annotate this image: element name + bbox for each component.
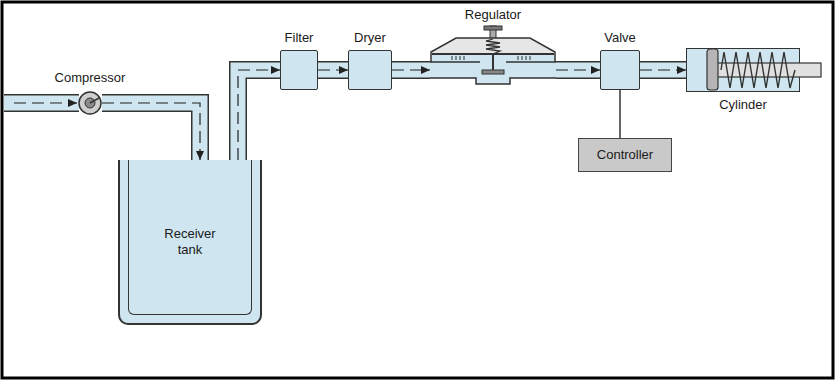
pressure-regulator-drawing [430,26,556,88]
compressor-symbol: Compressor [78,91,102,115]
compressor-symbol-drawing [78,91,102,115]
pipe-wall [238,70,280,160]
adjust-knob [484,26,502,30]
air-pipe [238,70,280,160]
cylinder-body-drawing [687,49,799,91]
control-line [620,90,621,138]
regulator-spring [486,39,500,54]
pipe-air [238,70,280,160]
poppet-stem [492,54,494,72]
flow-arrow [102,103,200,160]
pipe-air [102,103,200,160]
air-pipe [556,70,600,71]
dryer-box: Dryer [348,50,392,90]
inlet-pipe-air [4,96,79,111]
piston [707,49,718,90]
air-pipe [102,103,200,160]
pipe-air [318,63,348,78]
pressure-regulator: Regulator [430,26,556,88]
pipe-air [392,63,430,78]
pipe-air [640,63,686,78]
flow-arrow [318,69,348,70]
controller-box: Controller [578,138,672,172]
component-label: Regulator [465,7,521,23]
air-pipe [392,70,430,71]
component-label: Cylinder [719,97,767,113]
component-label: Controller [597,147,653,163]
pressure-marks [452,56,530,60]
flow-arrow [556,69,600,70]
component-label: Receiver tank [154,226,226,257]
filter-box: Filter [280,50,318,90]
flow-arrow [640,69,686,70]
valve-box: Valve [600,50,640,90]
flow-arrow [392,69,430,70]
component-label: Compressor [55,70,126,86]
compressor-blade [90,98,99,103]
receiver-tank: Receiver tank [118,160,262,325]
component-label: Filter [285,30,314,46]
air-pipe [640,70,686,71]
flow-arrow [14,102,77,103]
pipe-wall [640,61,686,79]
pipe-wall [102,103,200,160]
component-label: Valve [604,30,636,46]
cylinder-body: Cylinder [686,48,800,92]
pipe-wall [392,61,430,79]
pipe-wall [556,61,600,79]
return-spring [721,52,795,88]
signal-wire [619,90,621,138]
pipe-air [556,63,600,78]
air-pipe [318,70,348,71]
regulator-seat-pocket [476,77,510,84]
poppet [482,70,504,74]
regulator-passage-wall [430,78,556,84]
compressor-housing [79,92,101,114]
pipe-wall [318,61,348,79]
component-label: Dryer [354,30,386,46]
flow-arrow [238,70,280,160]
inlet-pipe-wall [4,94,79,112]
